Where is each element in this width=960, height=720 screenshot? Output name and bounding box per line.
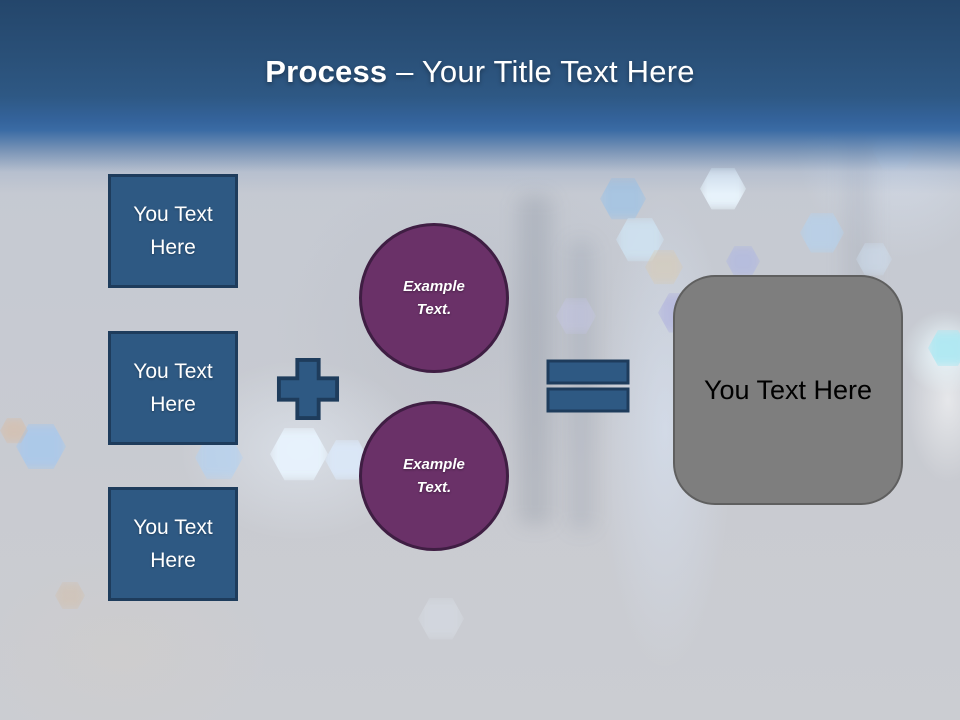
input-box-2-label: You Text Here bbox=[133, 360, 213, 416]
example-circle-2-label: Example Text. bbox=[403, 456, 465, 496]
input-box-1-label: You Text Here bbox=[133, 203, 213, 259]
bokeh-hexagon bbox=[856, 243, 892, 276]
bokeh-hexagon bbox=[55, 582, 85, 609]
slide-title: Process – Your Title Text Here bbox=[0, 54, 960, 90]
header-banner bbox=[0, 0, 960, 200]
bokeh-hexagon bbox=[800, 213, 844, 253]
bokeh-hexagon bbox=[928, 330, 960, 366]
bokeh-hexagon bbox=[726, 246, 760, 277]
slide-title-subtitle: – Your Title Text Here bbox=[396, 54, 695, 89]
example-circle-2: Example Text. bbox=[359, 401, 509, 551]
background-streak bbox=[568, 240, 594, 530]
slide-title-keyword: Process bbox=[265, 54, 388, 89]
input-box-1: You Text Here bbox=[108, 174, 238, 288]
input-box-3: You Text Here bbox=[108, 487, 238, 601]
equals-icon bbox=[546, 359, 630, 413]
example-circle-1: Example Text. bbox=[359, 223, 509, 373]
background-streak bbox=[518, 195, 552, 525]
bokeh-hexagon bbox=[418, 598, 464, 640]
result-box: You Text Here bbox=[673, 275, 903, 505]
input-box-3-label: You Text Here bbox=[133, 516, 213, 572]
bokeh-hexagon bbox=[270, 428, 328, 481]
plus-icon bbox=[276, 357, 340, 421]
bokeh-hexagon bbox=[556, 298, 596, 334]
example-circle-1-label: Example Text. bbox=[403, 278, 465, 318]
input-box-2: You Text Here bbox=[108, 331, 238, 445]
result-box-label: You Text Here bbox=[703, 374, 873, 405]
